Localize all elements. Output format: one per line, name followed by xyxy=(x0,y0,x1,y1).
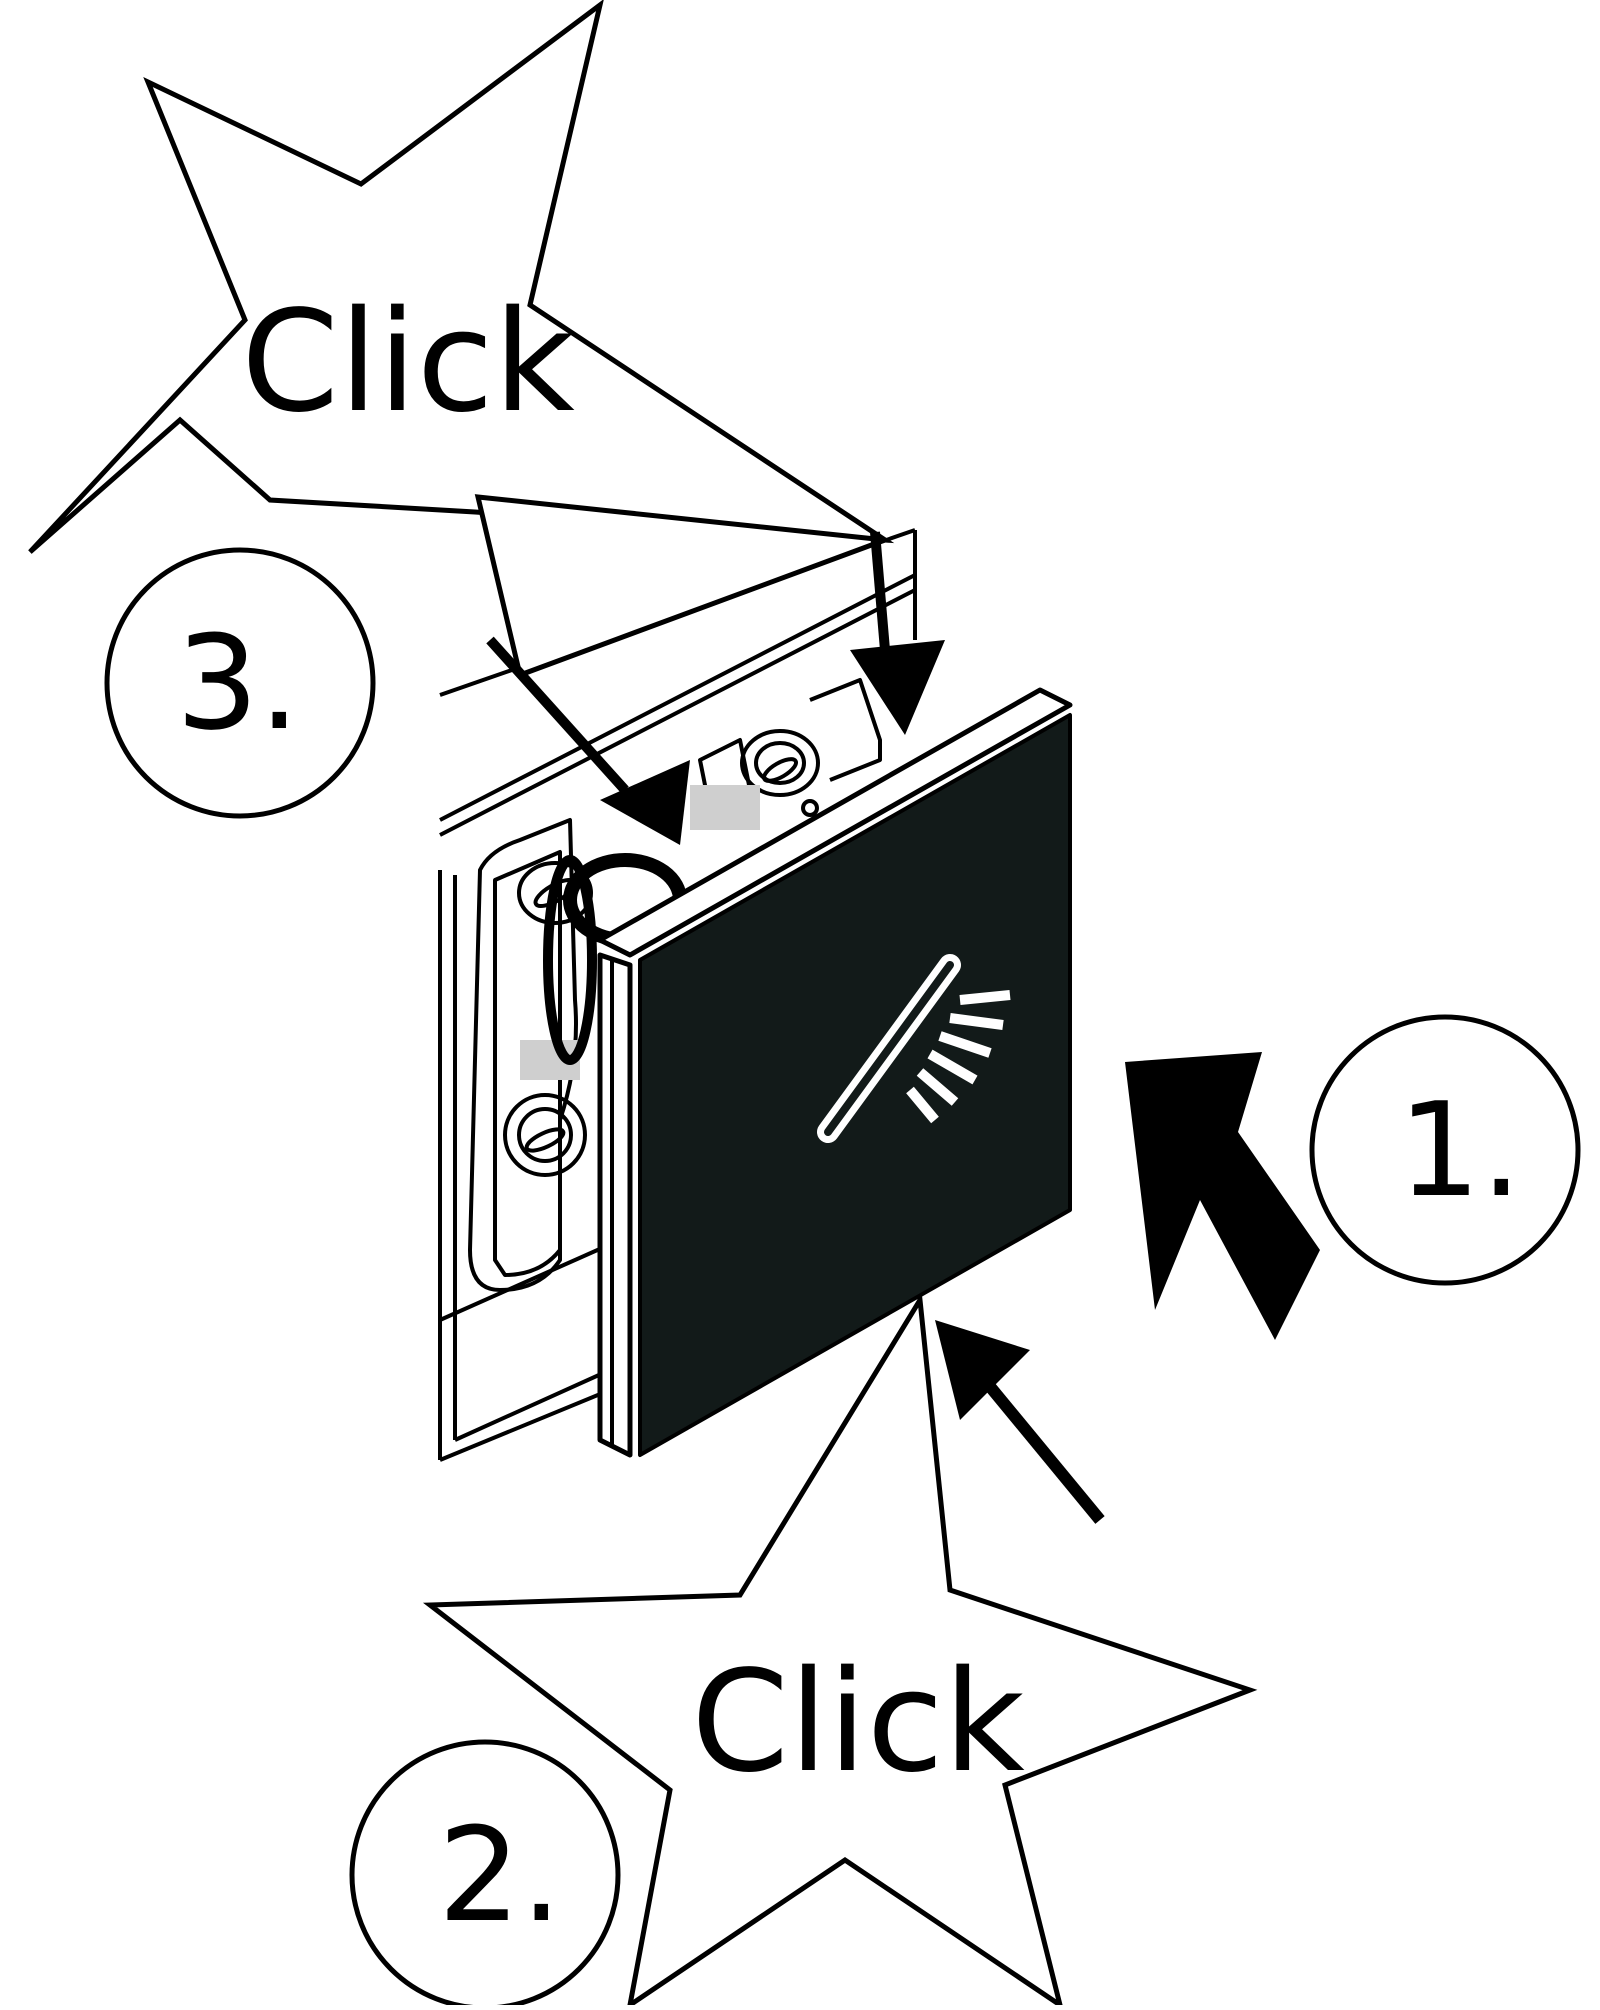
arrow-step-2 xyxy=(935,1320,1105,1524)
hand-shower-icon xyxy=(817,954,1011,1143)
click-burst-bottom: Click xyxy=(422,1292,1258,2010)
step-2-label: 2. xyxy=(438,1799,562,1951)
click-burst-top: Click xyxy=(28,0,895,679)
arrow-step-1 xyxy=(1125,1052,1320,1340)
burst-pointer-top xyxy=(474,494,886,679)
burst-label-bottom: Click xyxy=(691,1641,1025,1804)
valve-mechanism xyxy=(468,678,882,1292)
burst-star-bottom xyxy=(422,1292,1258,2010)
arrow-step-3-right xyxy=(850,531,945,735)
step-2-marker: 2. xyxy=(349,1739,621,2010)
burst-label-top: Click xyxy=(241,281,575,444)
cover-plate-edge xyxy=(597,687,1073,958)
step-1-marker: 1. xyxy=(1309,1014,1581,1286)
step-1-label: 1. xyxy=(1398,1074,1522,1226)
step-3-marker: 3. xyxy=(104,547,376,819)
arrow-step-3-left xyxy=(486,636,690,845)
step-3-label: 3. xyxy=(176,607,300,759)
burst-star-top xyxy=(28,0,895,554)
cover-plate-side xyxy=(597,952,633,1458)
